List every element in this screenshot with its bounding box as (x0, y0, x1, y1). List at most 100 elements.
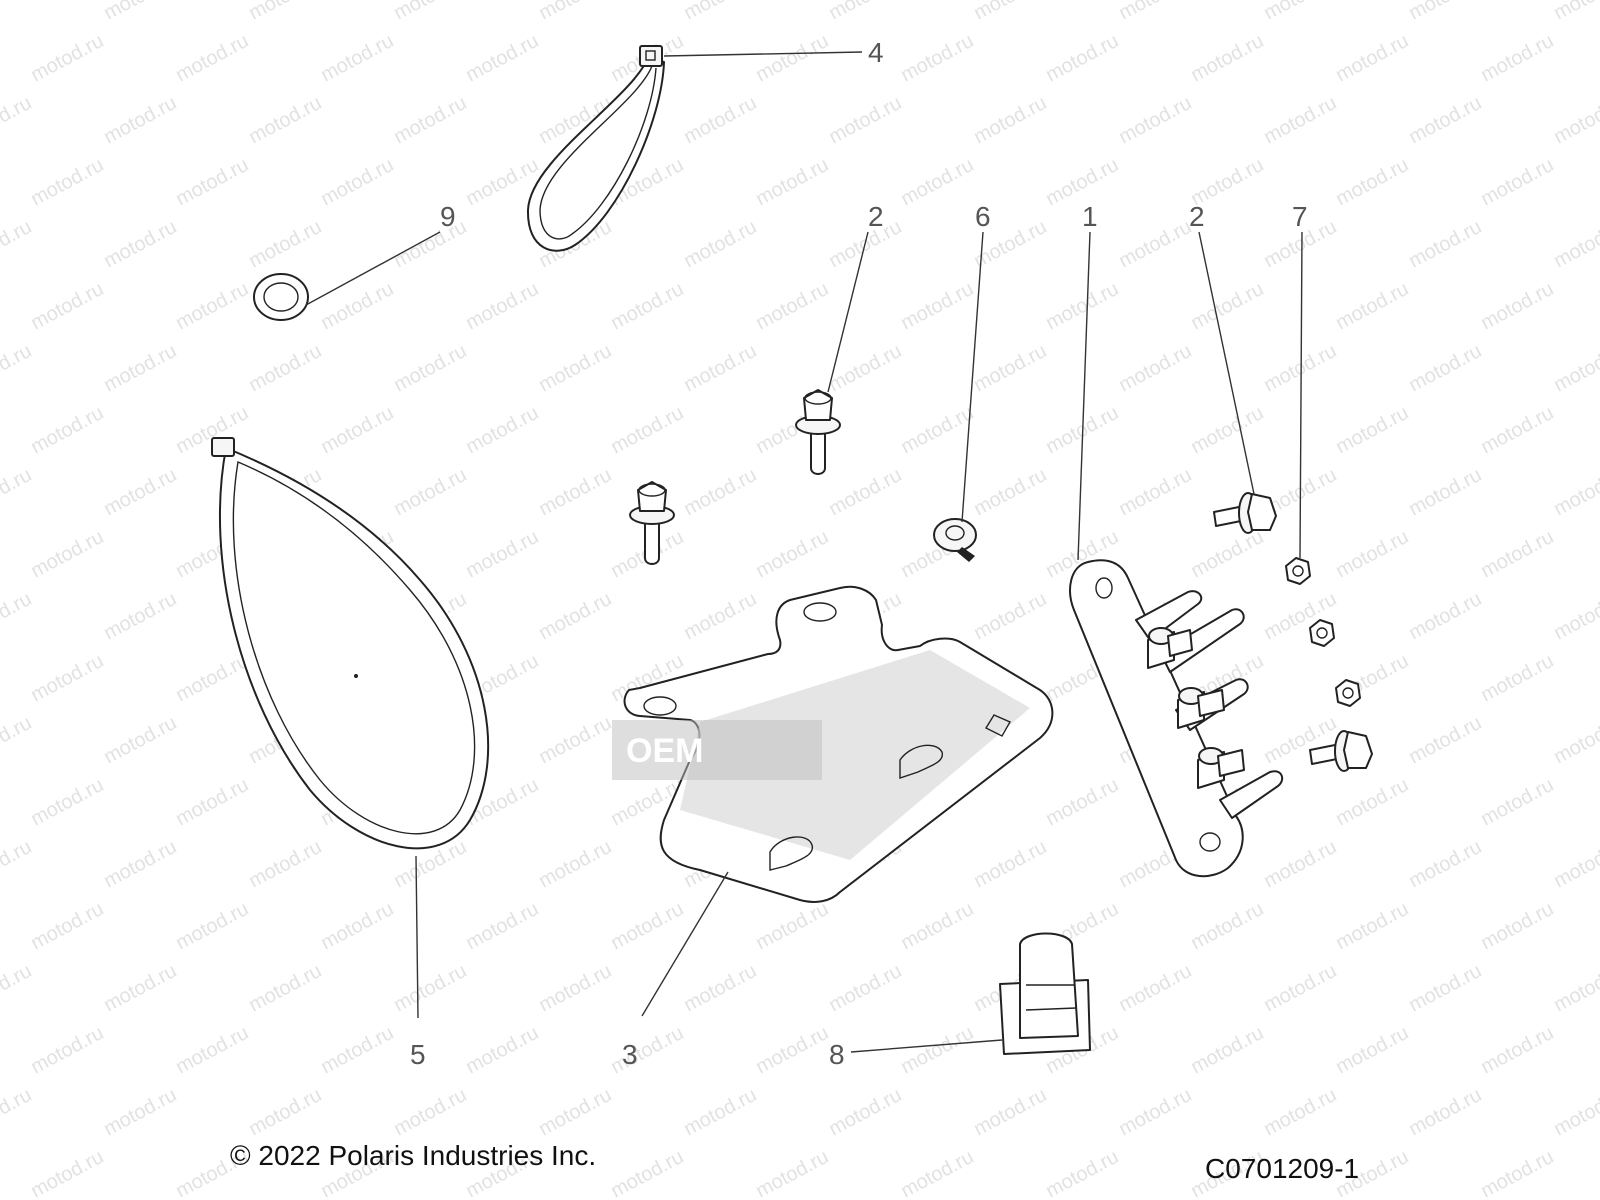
terminal-post-1 (1147, 627, 1193, 669)
watermark-text: motod.ru (317, 278, 397, 334)
watermark-text: motod.ru (897, 30, 977, 86)
watermark-text: motod.ru (1332, 526, 1412, 582)
watermark-text: motod.ru (1042, 278, 1122, 334)
watermark-text: motod.ru (1477, 1146, 1557, 1200)
watermark-text: motod.ru (172, 1022, 252, 1078)
part-7-hex-nut-1 (1285, 557, 1311, 585)
watermark-text: motod.ru (245, 340, 325, 396)
part-7-hex-nut-2 (1309, 619, 1335, 647)
callout-5: 5 (410, 1039, 426, 1070)
watermark-text: motod.ru (752, 1146, 832, 1200)
part-2-flange-bolt-right-upper (1213, 492, 1277, 534)
watermark-text: motod.ru (897, 278, 977, 334)
watermark-text: motod.ru (752, 278, 832, 334)
watermark-text: motod.ru (27, 154, 107, 210)
watermark-text: motod.ru (1405, 712, 1485, 768)
watermark-text: motod.ru (245, 1084, 325, 1140)
watermark-text: motod.ru (462, 30, 542, 86)
watermark-text: motod.ru (1260, 960, 1340, 1016)
watermark-text: motod.ru (1477, 898, 1557, 954)
diagram-code: C0701209-1 (1205, 1153, 1360, 1184)
callout-9: 9 (440, 201, 456, 232)
terminal-post-3 (1197, 747, 1245, 789)
part-6-torx-screw (933, 518, 977, 562)
watermark-text: motod.ru (0, 92, 35, 148)
watermark-text: motod.ru (100, 340, 180, 396)
watermark-text: motod.ru (1550, 712, 1600, 768)
watermark-text: motod.ru (390, 464, 470, 520)
watermark-text: motod.ru (1477, 774, 1557, 830)
watermark-text: motod.ru (317, 898, 397, 954)
watermark-text: motod.ru (535, 836, 615, 892)
watermark-text: motod.ru (680, 92, 760, 148)
watermark-text: motod.ru (1332, 154, 1412, 210)
watermark-text: motod.ru (1405, 464, 1485, 520)
watermark-text: motod.ru (897, 1146, 977, 1200)
watermark-text: motod.ru (1477, 278, 1557, 334)
watermark-text: motod.ru (1115, 960, 1195, 1016)
part-8-clip (999, 932, 1091, 1055)
watermark-text: motod.ru (825, 92, 905, 148)
watermark-text: motod.ru (390, 960, 470, 1016)
watermark-text: motod.ru (1332, 278, 1412, 334)
watermark-text: motod.ru (680, 960, 760, 1016)
watermark-text: motod.ru (1477, 154, 1557, 210)
watermark-text: motod.ru (172, 898, 252, 954)
watermark-text: motod.ru (1042, 30, 1122, 86)
watermark-text: motod.ru (1550, 836, 1600, 892)
watermark-text: motod.ru (172, 30, 252, 86)
watermark-text: motod.ru (0, 960, 35, 1016)
watermark-text: motod.ru (100, 588, 180, 644)
watermark-text: motod.ru (245, 836, 325, 892)
watermark-text: motod.ru (970, 588, 1050, 644)
watermark-text: motod.ru (535, 588, 615, 644)
watermark-text: motod.ru (1477, 30, 1557, 86)
callout-6: 6 (975, 201, 991, 232)
watermark-text: motod.ru (317, 402, 397, 458)
watermark-text: motod.ru (897, 1022, 977, 1078)
watermark-text: motod.ru (1477, 402, 1557, 458)
watermark-text: motod.ru (680, 1084, 760, 1140)
watermark-text: motod.ru (1187, 526, 1267, 582)
watermark-text: motod.ru (1477, 650, 1557, 706)
part-9-o-ring (253, 273, 309, 321)
watermark-text: motod.ru (1260, 836, 1340, 892)
watermark-text: motod.ru (245, 92, 325, 148)
watermark-text: motod.ru (825, 0, 905, 24)
watermark-text: motod.ru (1550, 464, 1600, 520)
watermark-text: motod.ru (1042, 1146, 1122, 1200)
watermark-text: motod.ru (27, 774, 107, 830)
watermark-text: motod.ru (390, 1084, 470, 1140)
watermark-text: motod.ru (680, 464, 760, 520)
watermark-text: motod.ru (27, 278, 107, 334)
watermark-text: motod.ru (390, 0, 470, 24)
watermark-text: motod.ru (462, 1022, 542, 1078)
watermark-text: motod.ru (1550, 92, 1600, 148)
watermark-text: motod.ru (172, 278, 252, 334)
watermark-text: motod.ru (27, 526, 107, 582)
watermark-text: motod.ru (0, 588, 35, 644)
stamp-background (612, 720, 822, 780)
callout-3: 3 (622, 1039, 638, 1070)
copyright-notice: © 2022 Polaris Industries Inc. (230, 1140, 597, 1171)
watermark-text: motod.ru (172, 154, 252, 210)
watermark-text: motod.ru (970, 836, 1050, 892)
watermark-text: motod.ru (752, 30, 832, 86)
watermark-text: motod.ru (1115, 464, 1195, 520)
watermark-text: motod.ru (27, 650, 107, 706)
watermark-text: motod.ru (390, 92, 470, 148)
watermark-text: motod.ru (390, 340, 470, 396)
watermark-text: motod.ru (1042, 774, 1122, 830)
watermark-text: motod.ru (1187, 402, 1267, 458)
callout-labels: 4 9 2 6 1 2 7 5 3 8 (410, 37, 1308, 1070)
watermark-text: motod.ru (100, 1084, 180, 1140)
watermark-text: motod.ru (1550, 960, 1600, 1016)
part-1-terminal-block (1069, 559, 1284, 878)
watermark-text: motod.ru (752, 898, 832, 954)
watermark-text: motod.ru (1405, 588, 1485, 644)
watermark-text: motod.ru (535, 464, 615, 520)
watermark-text: motod.ru (970, 340, 1050, 396)
watermark-text: motod.ru (0, 712, 35, 768)
watermark-text: motod.ru (317, 1022, 397, 1078)
